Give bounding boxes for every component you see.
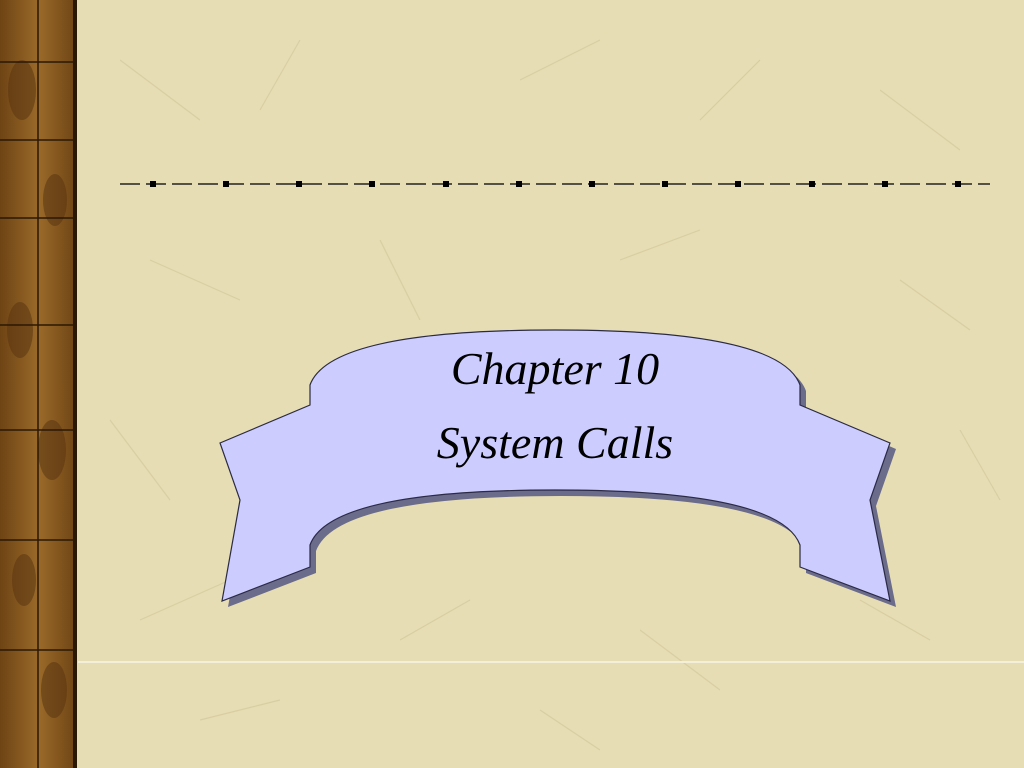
slide-title-line-1: Chapter 10 [450, 343, 660, 394]
dotted-divider [120, 181, 990, 187]
divider-marker [369, 181, 375, 187]
divider-marker [516, 181, 522, 187]
divider-marker [223, 181, 229, 187]
parchment-scratches [109, 39, 1001, 751]
divider-marker [296, 181, 302, 187]
divider-marker [662, 181, 668, 187]
divider-marker [589, 181, 595, 187]
wood-sidebar [0, 0, 77, 768]
divider-marker [443, 181, 449, 187]
ribbon-body [219, 329, 891, 602]
slide-title-line-2: System Calls [436, 417, 674, 468]
divider-marker [882, 181, 888, 187]
divider-marker [809, 181, 815, 187]
divider-marker [150, 181, 156, 187]
divider-marker [735, 181, 741, 187]
divider-marker [955, 181, 961, 187]
